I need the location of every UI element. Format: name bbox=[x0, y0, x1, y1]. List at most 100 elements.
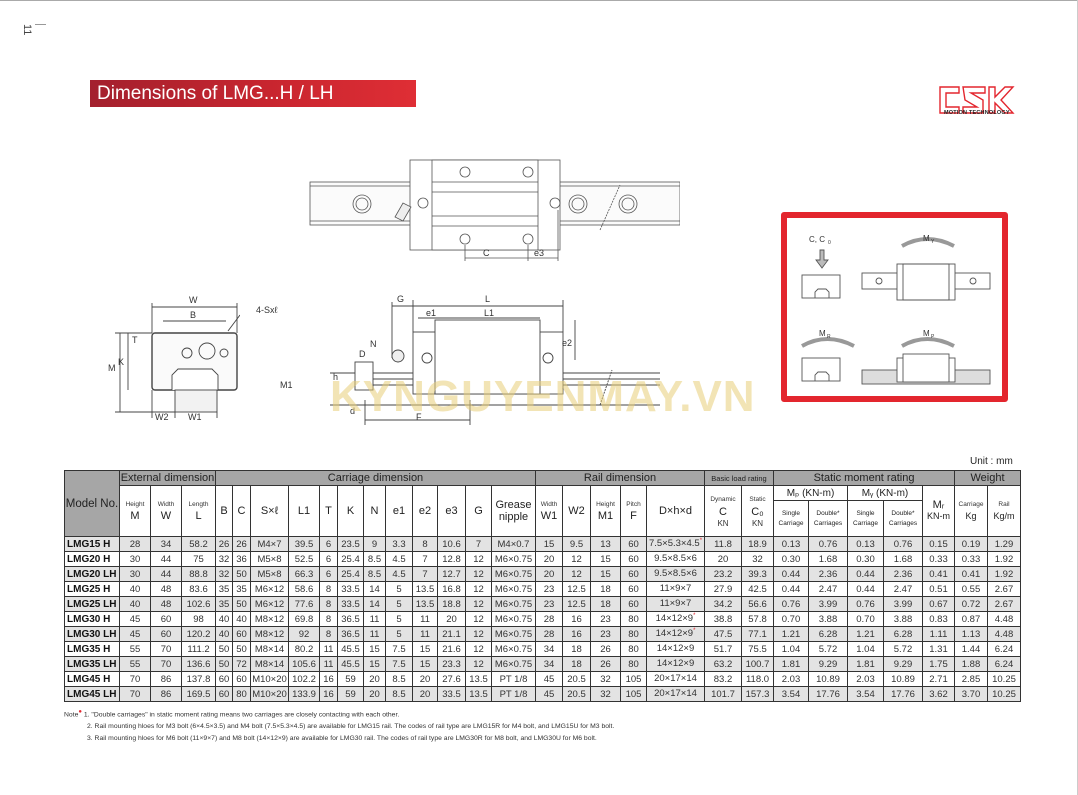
cell-g: 12 bbox=[465, 611, 492, 627]
cell-myd: 3.99 bbox=[883, 596, 923, 612]
cell-w2: 18 bbox=[562, 641, 591, 657]
cell-l: 88.8 bbox=[181, 566, 216, 582]
cell-l: 75 bbox=[181, 551, 216, 567]
cell-w2: 9.5 bbox=[562, 536, 591, 552]
cell-e1: 5 bbox=[385, 626, 413, 642]
cell-g: 12 bbox=[465, 656, 492, 672]
cell-cdyn: 27.9 bbox=[704, 581, 742, 597]
cell-sxl: M10×20 bbox=[250, 686, 289, 702]
cell-dhd: 14×12×9* bbox=[646, 626, 705, 642]
cell-k: 23.5 bbox=[337, 536, 364, 552]
cell-f: 60 bbox=[620, 536, 647, 552]
cell-myd: 2.36 bbox=[883, 566, 923, 582]
cell-k: 45.5 bbox=[337, 656, 364, 672]
cell-l: 120.2 bbox=[181, 626, 216, 642]
cell-e2: 11 bbox=[412, 626, 438, 642]
cell-m: 45 bbox=[119, 611, 151, 627]
cell-n: 11 bbox=[363, 611, 386, 627]
svg-text:D: D bbox=[359, 349, 366, 359]
cell-m1: 23 bbox=[590, 611, 621, 627]
cell-e1: 4.5 bbox=[385, 551, 413, 567]
cell-g: 12 bbox=[465, 626, 492, 642]
cell-model: LMG35 H bbox=[64, 641, 120, 657]
note-1: Note● 1. "Double carriages" in static mo… bbox=[64, 709, 400, 719]
header-b: B bbox=[215, 485, 233, 537]
header-c: C bbox=[232, 485, 251, 537]
cell-grease: M6×0.75 bbox=[491, 551, 536, 567]
header-my-single: Single Carriage bbox=[847, 500, 884, 537]
cell-k: 25.4 bbox=[337, 566, 364, 582]
cell-t: 8 bbox=[319, 626, 338, 642]
cell-e3: 27.6 bbox=[437, 671, 466, 687]
cell-n: 9 bbox=[363, 536, 386, 552]
cell-c0: 56.6 bbox=[741, 596, 774, 612]
cell-f: 80 bbox=[620, 656, 647, 672]
label-4-sxl: 4-Sxℓ bbox=[256, 305, 278, 315]
cell-myd: 5.72 bbox=[883, 641, 923, 657]
cell-w2: 12.5 bbox=[562, 596, 591, 612]
header-mp-double: Double* Carriages bbox=[808, 500, 848, 537]
cell-m: 30 bbox=[119, 551, 151, 567]
cell-cdyn: 34.2 bbox=[704, 596, 742, 612]
cell-kgm: 1.92 bbox=[987, 551, 1021, 567]
cell-c: 72 bbox=[232, 656, 251, 672]
cell-e1: 5 bbox=[385, 611, 413, 627]
cell-sxl: M8×12 bbox=[250, 626, 289, 642]
cell-myd: 2.47 bbox=[883, 581, 923, 597]
cell-model: LMG15 H bbox=[64, 536, 120, 552]
cell-m: 28 bbox=[119, 536, 151, 552]
cell-e1: 3.3 bbox=[385, 536, 413, 552]
cell-c: 36 bbox=[232, 551, 251, 567]
svg-text:F: F bbox=[416, 412, 422, 422]
cell-e3: 10.6 bbox=[437, 536, 466, 552]
cell-b: 32 bbox=[215, 551, 233, 567]
cell-mps: 0.30 bbox=[773, 551, 809, 567]
svg-text:W2: W2 bbox=[155, 412, 169, 422]
cell-kg: 0.72 bbox=[954, 596, 988, 612]
cell-l1: 80.2 bbox=[288, 641, 320, 657]
cell-l: 98 bbox=[181, 611, 216, 627]
cell-kg: 0.33 bbox=[954, 551, 988, 567]
cell-t: 16 bbox=[319, 671, 338, 687]
cell-myd: 9.29 bbox=[883, 656, 923, 672]
cell-w: 44 bbox=[150, 566, 182, 582]
cell-mr: 0.67 bbox=[922, 596, 955, 612]
cell-mps: 0.70 bbox=[773, 611, 809, 627]
note-2: 2. Rail mounting hloes for M3 bolt (6×4.… bbox=[87, 723, 615, 731]
cell-cdyn: 51.7 bbox=[704, 641, 742, 657]
cell-dhd: 14×12×9* bbox=[646, 611, 705, 627]
cell-c0: 75.5 bbox=[741, 641, 774, 657]
cell-e2: 15 bbox=[412, 641, 438, 657]
cell-n: 14 bbox=[363, 581, 386, 597]
cell-model: LMG25 H bbox=[64, 581, 120, 597]
cell-w2: 12.5 bbox=[562, 581, 591, 597]
cell-sxl: M5×8 bbox=[250, 551, 289, 567]
cell-dhd: 11×9×7 bbox=[646, 581, 705, 597]
cell-grease: M6×0.75 bbox=[491, 656, 536, 672]
cell-myd: 6.28 bbox=[883, 626, 923, 642]
cell-e1: 7.5 bbox=[385, 641, 413, 657]
cell-f: 105 bbox=[620, 671, 647, 687]
header-rail-dimension: Rail dimension bbox=[535, 470, 705, 486]
cell-mr: 0.51 bbox=[922, 581, 955, 597]
header-mp: Mₚ (KN-m) bbox=[773, 484, 848, 502]
cell-t: 11 bbox=[319, 656, 338, 672]
cell-t: 6 bbox=[319, 566, 338, 582]
svg-text:R: R bbox=[827, 334, 831, 340]
cell-m1: 18 bbox=[590, 581, 621, 597]
cell-l1: 52.5 bbox=[288, 551, 320, 567]
cell-b: 60 bbox=[215, 686, 233, 702]
cell-w1: 28 bbox=[535, 611, 563, 627]
cell-e3: 18.8 bbox=[437, 596, 466, 612]
cell-mr: 2.71 bbox=[922, 671, 955, 687]
cell-w: 44 bbox=[150, 551, 182, 567]
